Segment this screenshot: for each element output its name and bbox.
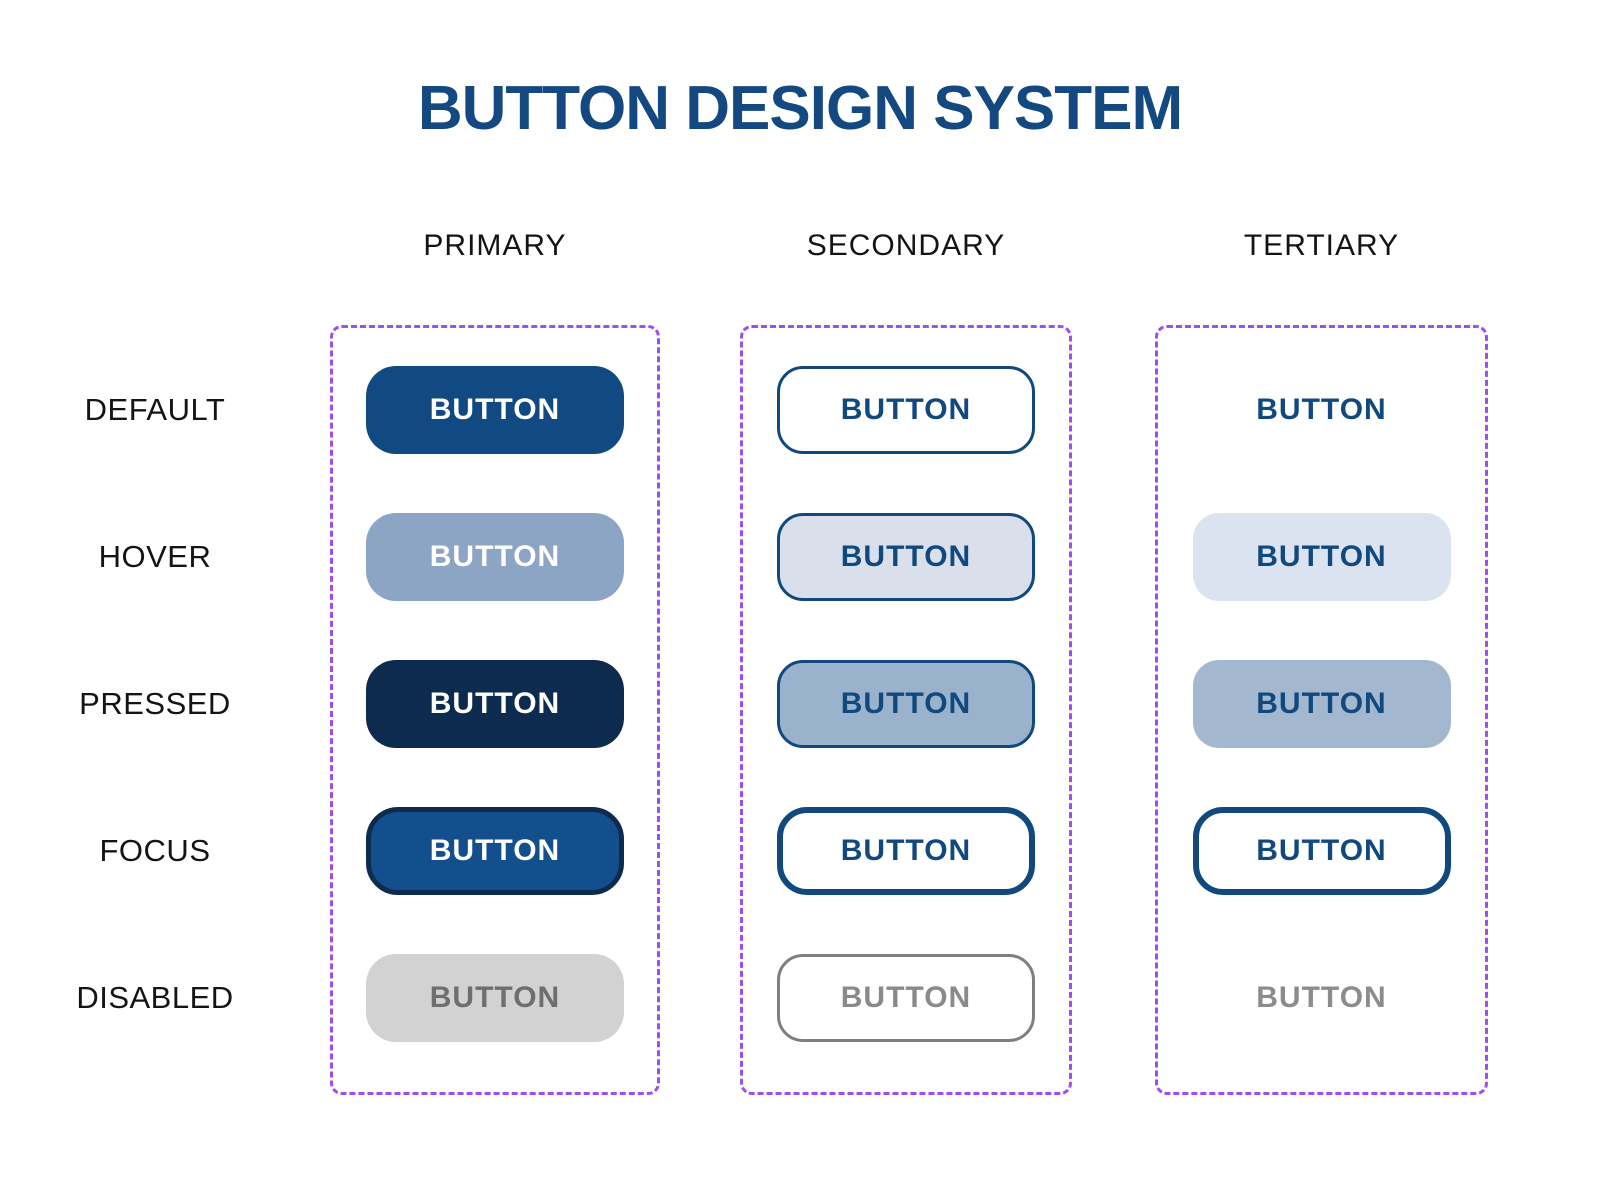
tertiary-focus-button[interactable]: BUTTON — [1192, 807, 1451, 895]
secondary-button-group: BUTTON BUTTON BUTTON BUTTON BUTTON — [740, 325, 1072, 1095]
primary-disabled-button[interactable]: BUTTON — [366, 954, 624, 1042]
secondary-pressed-button[interactable]: BUTTON — [777, 660, 1035, 748]
column-header-tertiary: TERTIARY — [1243, 229, 1400, 262]
secondary-default-button[interactable]: BUTTON — [777, 366, 1035, 454]
row-label-default: DEFAULT — [84, 392, 226, 427]
row-label-disabled: DISABLED — [76, 980, 234, 1015]
tertiary-default-button[interactable]: BUTTON — [1193, 366, 1451, 454]
primary-default-button[interactable]: BUTTON — [366, 366, 624, 454]
primary-button-group: BUTTON BUTTON BUTTON BUTTON BUTTON — [330, 325, 660, 1095]
row-label-pressed: PRESSED — [79, 686, 231, 721]
secondary-disabled-button[interactable]: BUTTON — [777, 954, 1035, 1042]
tertiary-pressed-button[interactable]: BUTTON — [1192, 660, 1451, 748]
secondary-hover-button[interactable]: BUTTON — [777, 513, 1035, 601]
row-label-focus: FOCUS — [99, 833, 211, 868]
primary-pressed-button[interactable]: BUTTON — [366, 660, 624, 748]
tertiary-button-group: BUTTON BUTTON BUTTON BUTTON BUTTON — [1155, 325, 1488, 1095]
column-header-primary: PRIMARY — [423, 229, 567, 262]
column-header-secondary: SECONDARY — [806, 229, 1006, 262]
primary-hover-button[interactable]: BUTTON — [366, 513, 624, 601]
row-label-hover: HOVER — [98, 539, 212, 574]
secondary-focus-button[interactable]: BUTTON — [777, 807, 1035, 895]
tertiary-disabled-button[interactable]: BUTTON — [1193, 954, 1451, 1042]
tertiary-hover-button[interactable]: BUTTON — [1192, 513, 1451, 601]
page-title: BUTTON DESIGN SYSTEM — [417, 74, 1183, 143]
primary-focus-button[interactable]: BUTTON — [366, 807, 624, 895]
